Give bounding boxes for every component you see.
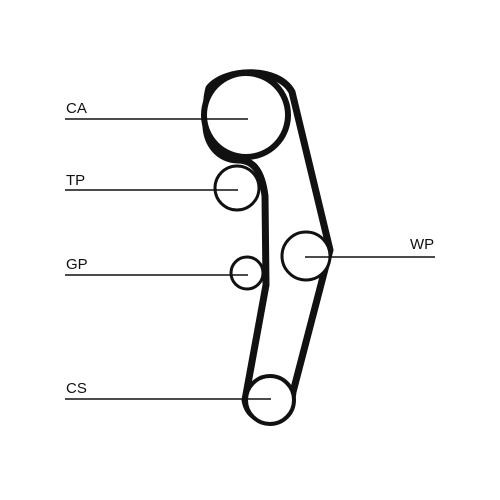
guide-pulley	[229, 255, 265, 291]
label-wp: WP	[410, 236, 434, 253]
label-tp: TP	[66, 172, 85, 189]
label-cs: CS	[66, 380, 87, 397]
label-ca: CA	[66, 100, 87, 117]
label-gp: GP	[66, 256, 88, 273]
crankshaft-pulley	[244, 374, 296, 426]
water-pump-pulley	[280, 230, 332, 282]
tension-pulley	[213, 164, 261, 212]
camshaft-pulley	[201, 70, 291, 160]
